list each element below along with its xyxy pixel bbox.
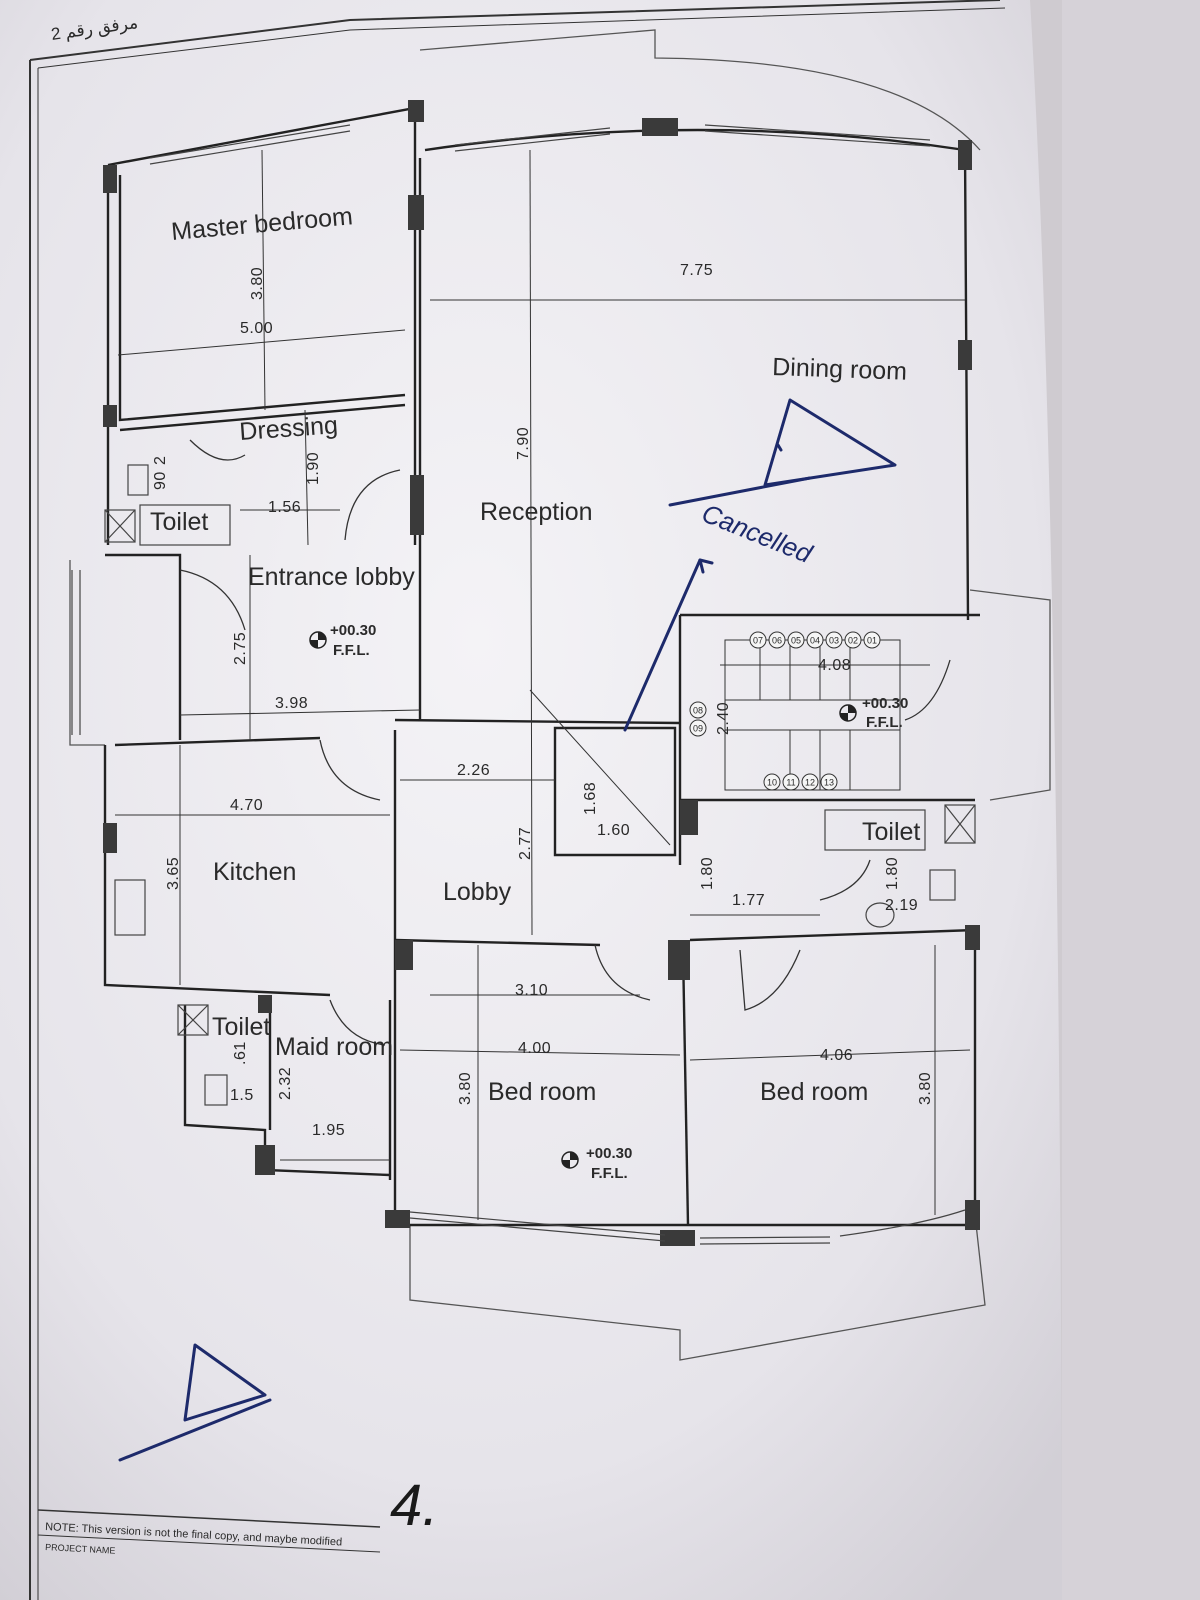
svg-text:F.F.L.: F.F.L.: [866, 714, 903, 731]
room-label-dining-room: Dining room: [772, 353, 908, 386]
svg-text:3.10: 3.10: [515, 982, 548, 999]
svg-text:2.75: 2.75: [232, 632, 249, 665]
dimension-labels: 3.80 5.00 1.90 1.56 2 90 2.75 3.98 7.75 …: [152, 262, 934, 1139]
stair-step-circle: [787, 631, 805, 649]
svg-text:7.75: 7.75: [680, 262, 713, 279]
stair-step-number: 01: [867, 636, 877, 646]
windows: [71, 124, 966, 1245]
svg-text:2.77: 2.77: [517, 827, 534, 860]
stair-step-circle: [825, 631, 843, 649]
stair-step-circle: [863, 631, 881, 649]
svg-text:1.77: 1.77: [732, 892, 765, 909]
svg-text:2.40: 2.40: [715, 702, 732, 735]
paper-page: [0, 0, 1062, 1600]
svg-text:1.68: 1.68: [582, 782, 599, 815]
svg-text:4.00: 4.00: [518, 1040, 551, 1057]
stair-step-circle: [820, 773, 838, 791]
svg-text:1.56: 1.56: [268, 499, 301, 516]
stair-step-number: 02: [848, 636, 858, 646]
stair-step-circle: [763, 773, 781, 791]
page-number: 4.: [390, 1473, 438, 1538]
svg-text:1.90: 1.90: [305, 452, 322, 485]
svg-text:7.90: 7.90: [515, 427, 532, 460]
svg-text:F.F.L.: F.F.L.: [591, 1165, 628, 1182]
stair-step-circle: [689, 701, 707, 719]
svg-text:5.00: 5.00: [240, 320, 273, 337]
stair-step-number: 10: [767, 778, 777, 788]
svg-text:1.80: 1.80: [699, 857, 716, 890]
stair-step-number: 05: [791, 636, 801, 646]
stair-step-circle: [768, 631, 786, 649]
handwritten-north-mark: [118, 1343, 272, 1462]
balcony-outline: [69, 29, 1051, 1361]
stair-step-number: 07: [753, 636, 763, 646]
svg-text:F.F.L.: F.F.L.: [333, 642, 370, 659]
svg-text:3.80: 3.80: [249, 267, 266, 300]
svg-text:3.65: 3.65: [165, 857, 182, 890]
svg-text:1.80: 1.80: [884, 857, 901, 890]
room-label-kitchen: Kitchen: [213, 858, 296, 886]
room-label-entrance-lobby: Entrance lobby: [248, 563, 415, 591]
drawing-border: [29, 0, 1001, 61]
stair-step-circle: [782, 773, 800, 791]
svg-text:2.26: 2.26: [457, 762, 490, 779]
svg-text:.61: .61: [232, 1041, 249, 1065]
svg-text:+00.30: +00.30: [862, 695, 908, 712]
stair-step-number: 13: [824, 778, 834, 788]
room-label-toilet-top: Toilet: [150, 508, 208, 536]
stair-step-circle: [801, 773, 819, 791]
columns: [103, 100, 980, 1246]
stair-step-number: 04: [810, 636, 820, 646]
svg-text:3.80: 3.80: [457, 1072, 474, 1105]
level-marker-bedroom: +00.30 F.F.L.: [561, 1145, 632, 1182]
room-label-maid-room: Maid room: [275, 1033, 393, 1061]
level-marker-entrance: +00.30 F.F.L.: [309, 622, 376, 659]
svg-text:4.08: 4.08: [818, 657, 851, 674]
room-label-lobby: Lobby: [443, 878, 512, 906]
stair-step-number: 09: [693, 724, 703, 734]
dimension-lines: [115, 149, 971, 1220]
svg-text:90: 90: [152, 471, 169, 490]
stair-step-number: 12: [805, 778, 815, 788]
elevator-shaft-diagonal: [529, 689, 671, 846]
svg-text:+00.30: +00.30: [586, 1145, 632, 1162]
stair-step-circle: [689, 719, 707, 737]
walls: [103, 106, 980, 1227]
svg-text:1.95: 1.95: [312, 1122, 345, 1139]
room-label-bedroom-right: Bed room: [760, 1078, 868, 1106]
room-label-reception: Reception: [480, 498, 593, 526]
svg-text:4.06: 4.06: [820, 1047, 853, 1064]
svg-text:1.5: 1.5: [230, 1087, 254, 1104]
room-label-dressing: Dressing: [238, 411, 338, 446]
svg-text:4.70: 4.70: [230, 797, 263, 814]
right-page-strip: [1062, 0, 1200, 1600]
footer-project-name: PROJECT NAME: [45, 1542, 116, 1556]
stair-step-number: 08: [693, 706, 703, 716]
svg-text:2.32: 2.32: [277, 1067, 294, 1100]
svg-text:2.19: 2.19: [885, 897, 918, 914]
svg-text:1.60: 1.60: [597, 822, 630, 839]
stair-step-circle: [806, 631, 824, 649]
svg-text:+00.30: +00.30: [330, 622, 376, 639]
stair-step-number: 03: [829, 636, 839, 646]
stair-step-numbers-side: 08 09: [689, 701, 707, 737]
room-label-toilet-right: Toilet: [862, 818, 920, 846]
svg-text:3.98: 3.98: [275, 695, 308, 712]
svg-text:3.80: 3.80: [917, 1072, 934, 1105]
stair-step-number: 06: [772, 636, 782, 646]
stair-step-circle: [749, 631, 767, 649]
stair-step-numbers-top: 07 06 05 04 03 02 01: [749, 631, 881, 649]
room-label-bedroom-left: Bed room: [488, 1078, 596, 1106]
room-label-maid-toilet: Toilet: [212, 1013, 270, 1041]
fixtures: [104, 464, 976, 1106]
stair-step-numbers-bottom: 10 11 12 13: [763, 773, 838, 791]
stair-step-circle: [844, 631, 862, 649]
stair-step-number: 11: [786, 778, 795, 788]
svg-text:2: 2: [152, 456, 169, 465]
level-marker-stair: +00.30 F.F.L.: [839, 695, 908, 731]
doors: [179, 439, 951, 1046]
